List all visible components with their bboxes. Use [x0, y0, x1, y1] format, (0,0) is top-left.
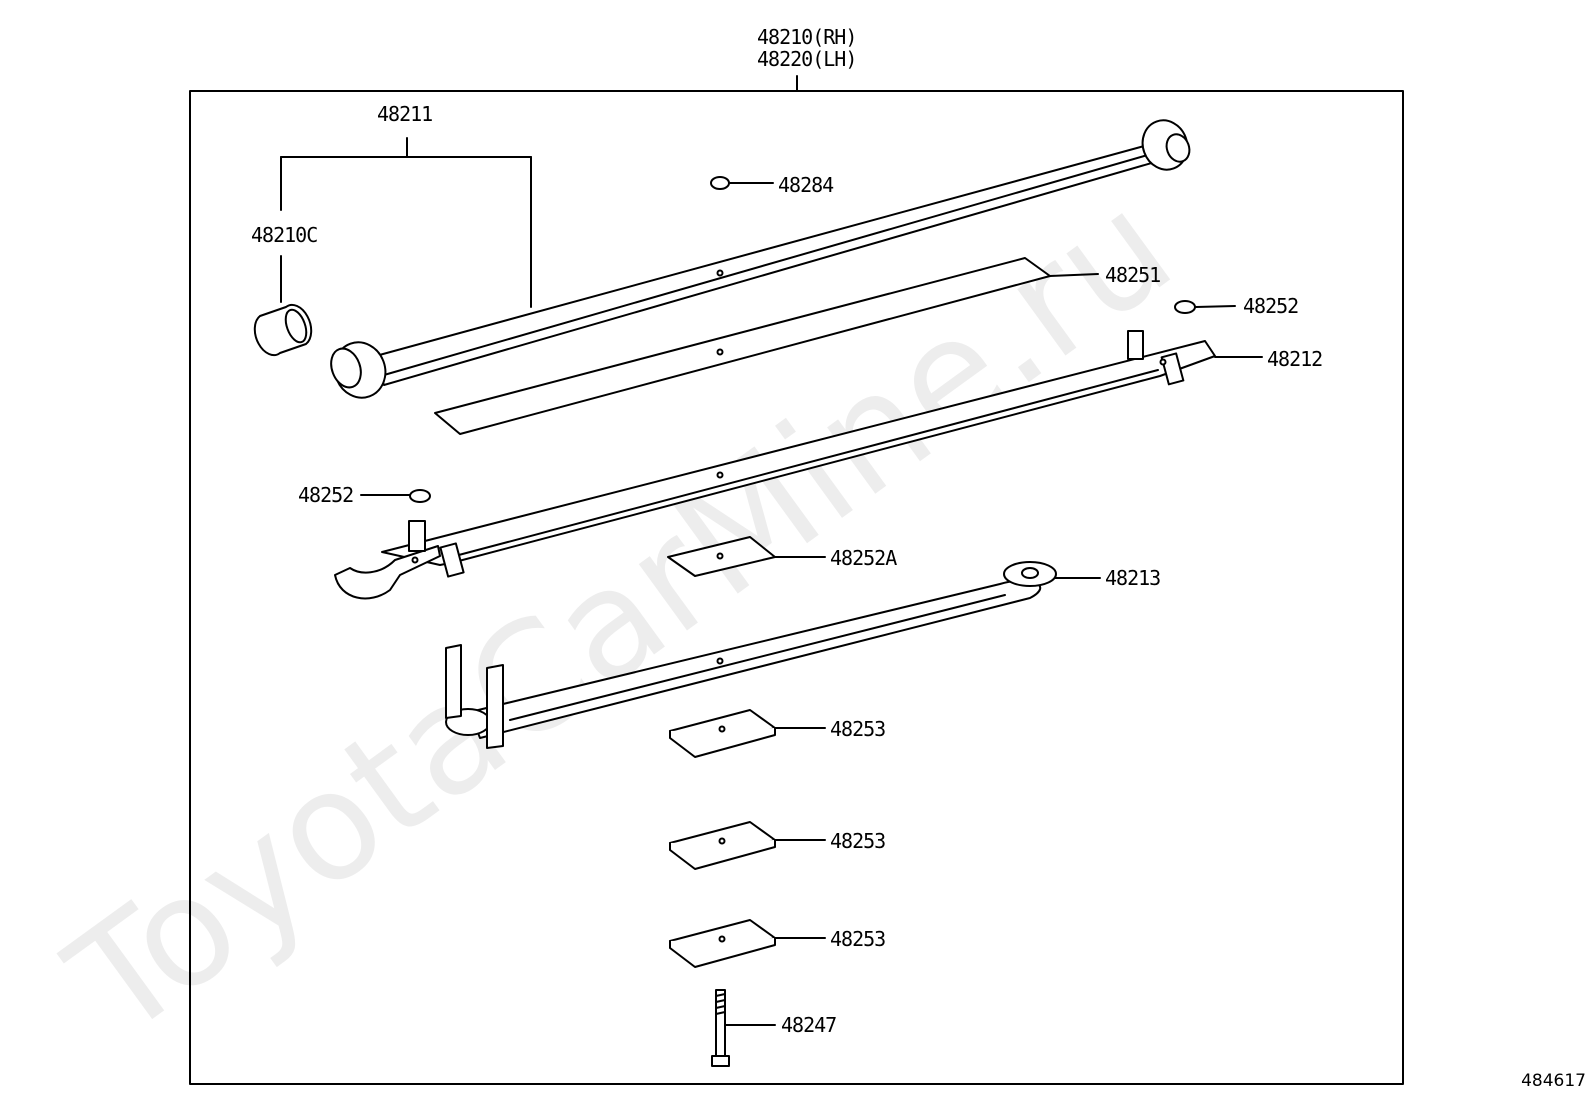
spacer-48253-b	[669, 821, 826, 870]
assembly-label: 48210(RH) 48220(LH)	[757, 25, 857, 71]
button-48252-left	[360, 489, 431, 503]
label-48253-b: 48253	[830, 829, 886, 853]
nut-48284	[710, 176, 774, 190]
liner-48251	[434, 257, 1099, 435]
label-48210C: 48210C	[251, 223, 318, 247]
spacer-48253-a	[669, 709, 826, 758]
label-48251: 48251	[1105, 263, 1161, 287]
label-48213: 48213	[1105, 566, 1161, 590]
label-48252-right: 48252	[1243, 294, 1299, 318]
label-48211: 48211	[377, 102, 433, 126]
button-48252-right	[1174, 300, 1236, 314]
label-48253-a: 48253	[830, 717, 886, 741]
label-48253-c: 48253	[830, 927, 886, 951]
label-48284: 48284	[778, 173, 834, 197]
label-48252A: 48252A	[830, 546, 897, 570]
assembly-label-lh: 48220(LH)	[757, 47, 857, 71]
figure-number: 484617	[1521, 1071, 1586, 1091]
label-48247: 48247	[781, 1013, 837, 1037]
leaf-48213	[445, 561, 1101, 749]
center-bolt-48247	[711, 989, 776, 1067]
bracket-48211	[280, 137, 532, 308]
spacer-48253-c	[669, 919, 826, 968]
pad-48252A	[667, 536, 826, 577]
label-48212: 48212	[1267, 347, 1323, 371]
label-48252-left: 48252	[298, 483, 354, 507]
leaf-48212	[334, 330, 1263, 600]
bushing-48210C	[253, 255, 313, 357]
assembly-label-rh: 48210(RH)	[757, 25, 857, 49]
main-leaf-48211	[330, 119, 1191, 399]
